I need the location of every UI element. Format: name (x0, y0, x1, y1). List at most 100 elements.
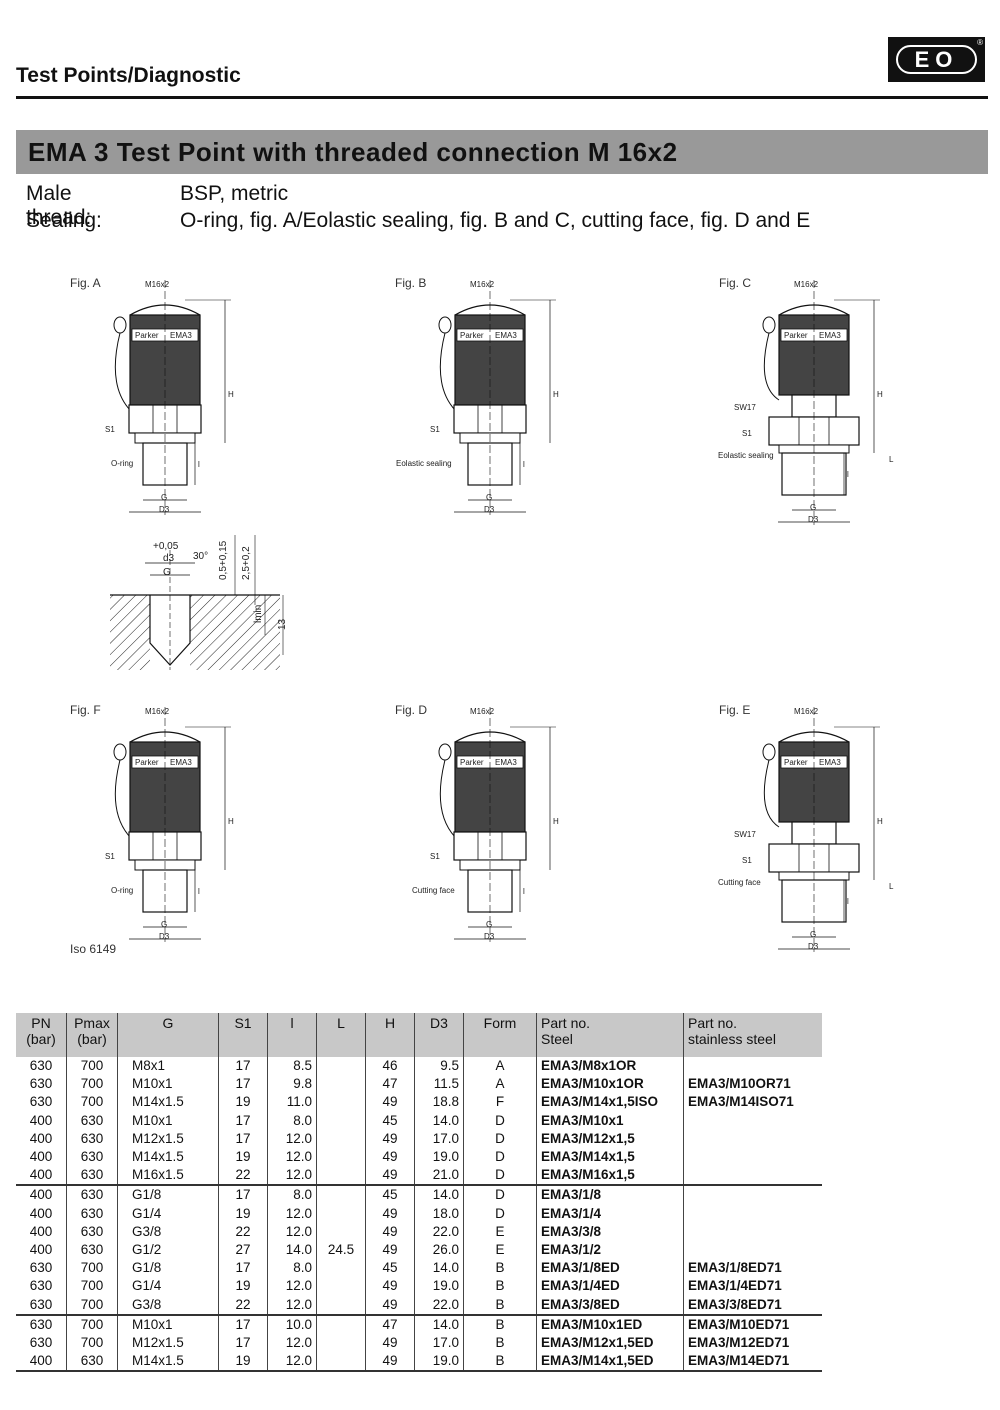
table-cell: M8x1 (117, 1057, 219, 1076)
s1-label-b: S1 (430, 425, 440, 434)
table-cell: EMA3/M14x1,5ISO (536, 1093, 684, 1112)
table-cell: 700 (66, 1057, 118, 1076)
table-cell: 22.0 (414, 1222, 464, 1241)
table-cell: 8.5 (267, 1057, 317, 1076)
h-label-a: H (228, 390, 234, 399)
port-detail-drawing: +0,05 d3 30° G 0,5+0,15 2,5+0,2 lmin 13 (105, 535, 305, 675)
table-cell: 10.0 (267, 1313, 317, 1334)
column-header: H (365, 1013, 415, 1057)
table-cell: 12.0 (267, 1277, 317, 1296)
spec-value: BSP, metric (180, 182, 289, 205)
table-cell: 400 (16, 1204, 67, 1223)
s1-label-e: S1 (742, 856, 752, 865)
table-cell (316, 1313, 366, 1334)
table-cell: 400 (16, 1184, 67, 1205)
h-label-e: H (877, 817, 883, 826)
fitting-drawing-d (438, 707, 556, 942)
table-cell (316, 1184, 366, 1205)
table-cell: EMA3/M12x1,5 (536, 1129, 684, 1148)
brand-label-f: Parker (135, 758, 159, 767)
table-cell (684, 1057, 823, 1075)
table-cell (316, 1166, 366, 1186)
table-cell: 49 (365, 1352, 415, 1373)
g-label-a: G (161, 493, 168, 502)
table-cell: 630 (16, 1075, 67, 1094)
table-cell: A (463, 1075, 537, 1094)
table-cell: 12.0 (267, 1222, 317, 1241)
table-cell (316, 1352, 366, 1373)
column-header-line1: L (337, 1015, 345, 1031)
column-header-line2: Steel (541, 1031, 573, 1047)
table-cell: 49 (365, 1204, 415, 1223)
table-cell: 400 (16, 1352, 67, 1373)
fitting-drawing-e (762, 707, 880, 952)
model-label-d: EMA3 (495, 758, 517, 767)
table-cell: A (463, 1057, 537, 1076)
table-cell: 630 (66, 1222, 118, 1241)
figure-label-c: Fig. C (719, 276, 752, 290)
table-cell: 19.0 (414, 1147, 464, 1167)
s1-label-a: S1 (105, 425, 115, 434)
table-cell (316, 1259, 366, 1278)
table-cell: D (463, 1147, 537, 1167)
table-cell: 630 (16, 1057, 67, 1076)
h-label-b: H (553, 390, 559, 399)
d3-label-b: D3 (484, 505, 495, 514)
fitting-drawing-f (113, 707, 231, 942)
table-cell: 45 (365, 1184, 415, 1205)
table-cell: 17 (218, 1057, 268, 1076)
thread-label-e: M16x2 (794, 707, 819, 716)
table-cell: 12.0 (267, 1147, 317, 1167)
table-cell: 47 (365, 1313, 415, 1334)
s1-label-d: S1 (430, 852, 440, 861)
table-cell: 9.8 (267, 1075, 317, 1094)
table-cell: 630 (66, 1184, 118, 1205)
table-cell: 17 (218, 1184, 268, 1205)
s1-label-f: S1 (105, 852, 115, 861)
column-header-line1: Part no. (541, 1015, 591, 1031)
table-cell: 14.0 (414, 1184, 464, 1205)
brand-label-a: Parker (135, 331, 159, 340)
table-cell (684, 1148, 823, 1166)
table-cell: 14.0 (414, 1259, 464, 1278)
table-cell: M12x1.5 (117, 1129, 219, 1148)
model-label-f: EMA3 (170, 758, 192, 767)
table-cell: G1/2 (117, 1240, 219, 1260)
thread-label-f: M16x2 (145, 707, 170, 716)
fitting-drawing-c (762, 280, 880, 525)
table-cell: M14x1.5 (117, 1147, 219, 1167)
table-cell: EMA3/M16x1,5 (536, 1166, 684, 1186)
table-cell: D (463, 1166, 537, 1186)
column-header-line1: H (384, 1015, 396, 1031)
table-cell: EMA3/3/8ED71 (688, 1296, 782, 1312)
column-header: Part no.Steel (536, 1013, 684, 1057)
column-header: Form (463, 1013, 537, 1057)
column-header: D3 (414, 1013, 464, 1057)
tolerance-label: +0,05 (153, 541, 179, 552)
section-title: EMA 3 Test Point with threaded connectio… (28, 137, 678, 167)
brand-label-c: Parker (784, 331, 808, 340)
column-header: Pmax(bar) (66, 1013, 118, 1057)
table-cell: D (463, 1204, 537, 1223)
table-cell: 17.0 (414, 1129, 464, 1148)
table-cell: F (463, 1093, 537, 1112)
h-label-c: H (877, 390, 883, 399)
d3-label: d3 (163, 553, 175, 564)
table-cell: 700 (66, 1075, 118, 1094)
table-cell: EMA3/1/4ED71 (688, 1278, 782, 1294)
table-cell: EMA3/3/8 (536, 1222, 684, 1241)
table-cell: 21.0 (414, 1166, 464, 1186)
h-label-d: H (553, 817, 559, 826)
table-cell: 49 (365, 1333, 415, 1352)
table-cell (316, 1111, 366, 1130)
table-cell: 12.0 (267, 1166, 317, 1186)
L-label-e: L (889, 882, 894, 891)
table-cell: 12.0 (267, 1204, 317, 1223)
dim-2-5: 2,5+0,2 (241, 546, 252, 580)
table-cell: 700 (66, 1295, 118, 1315)
column-header-line2: (bar) (26, 1031, 56, 1047)
table-cell: EMA3/3/8ED (536, 1295, 684, 1315)
